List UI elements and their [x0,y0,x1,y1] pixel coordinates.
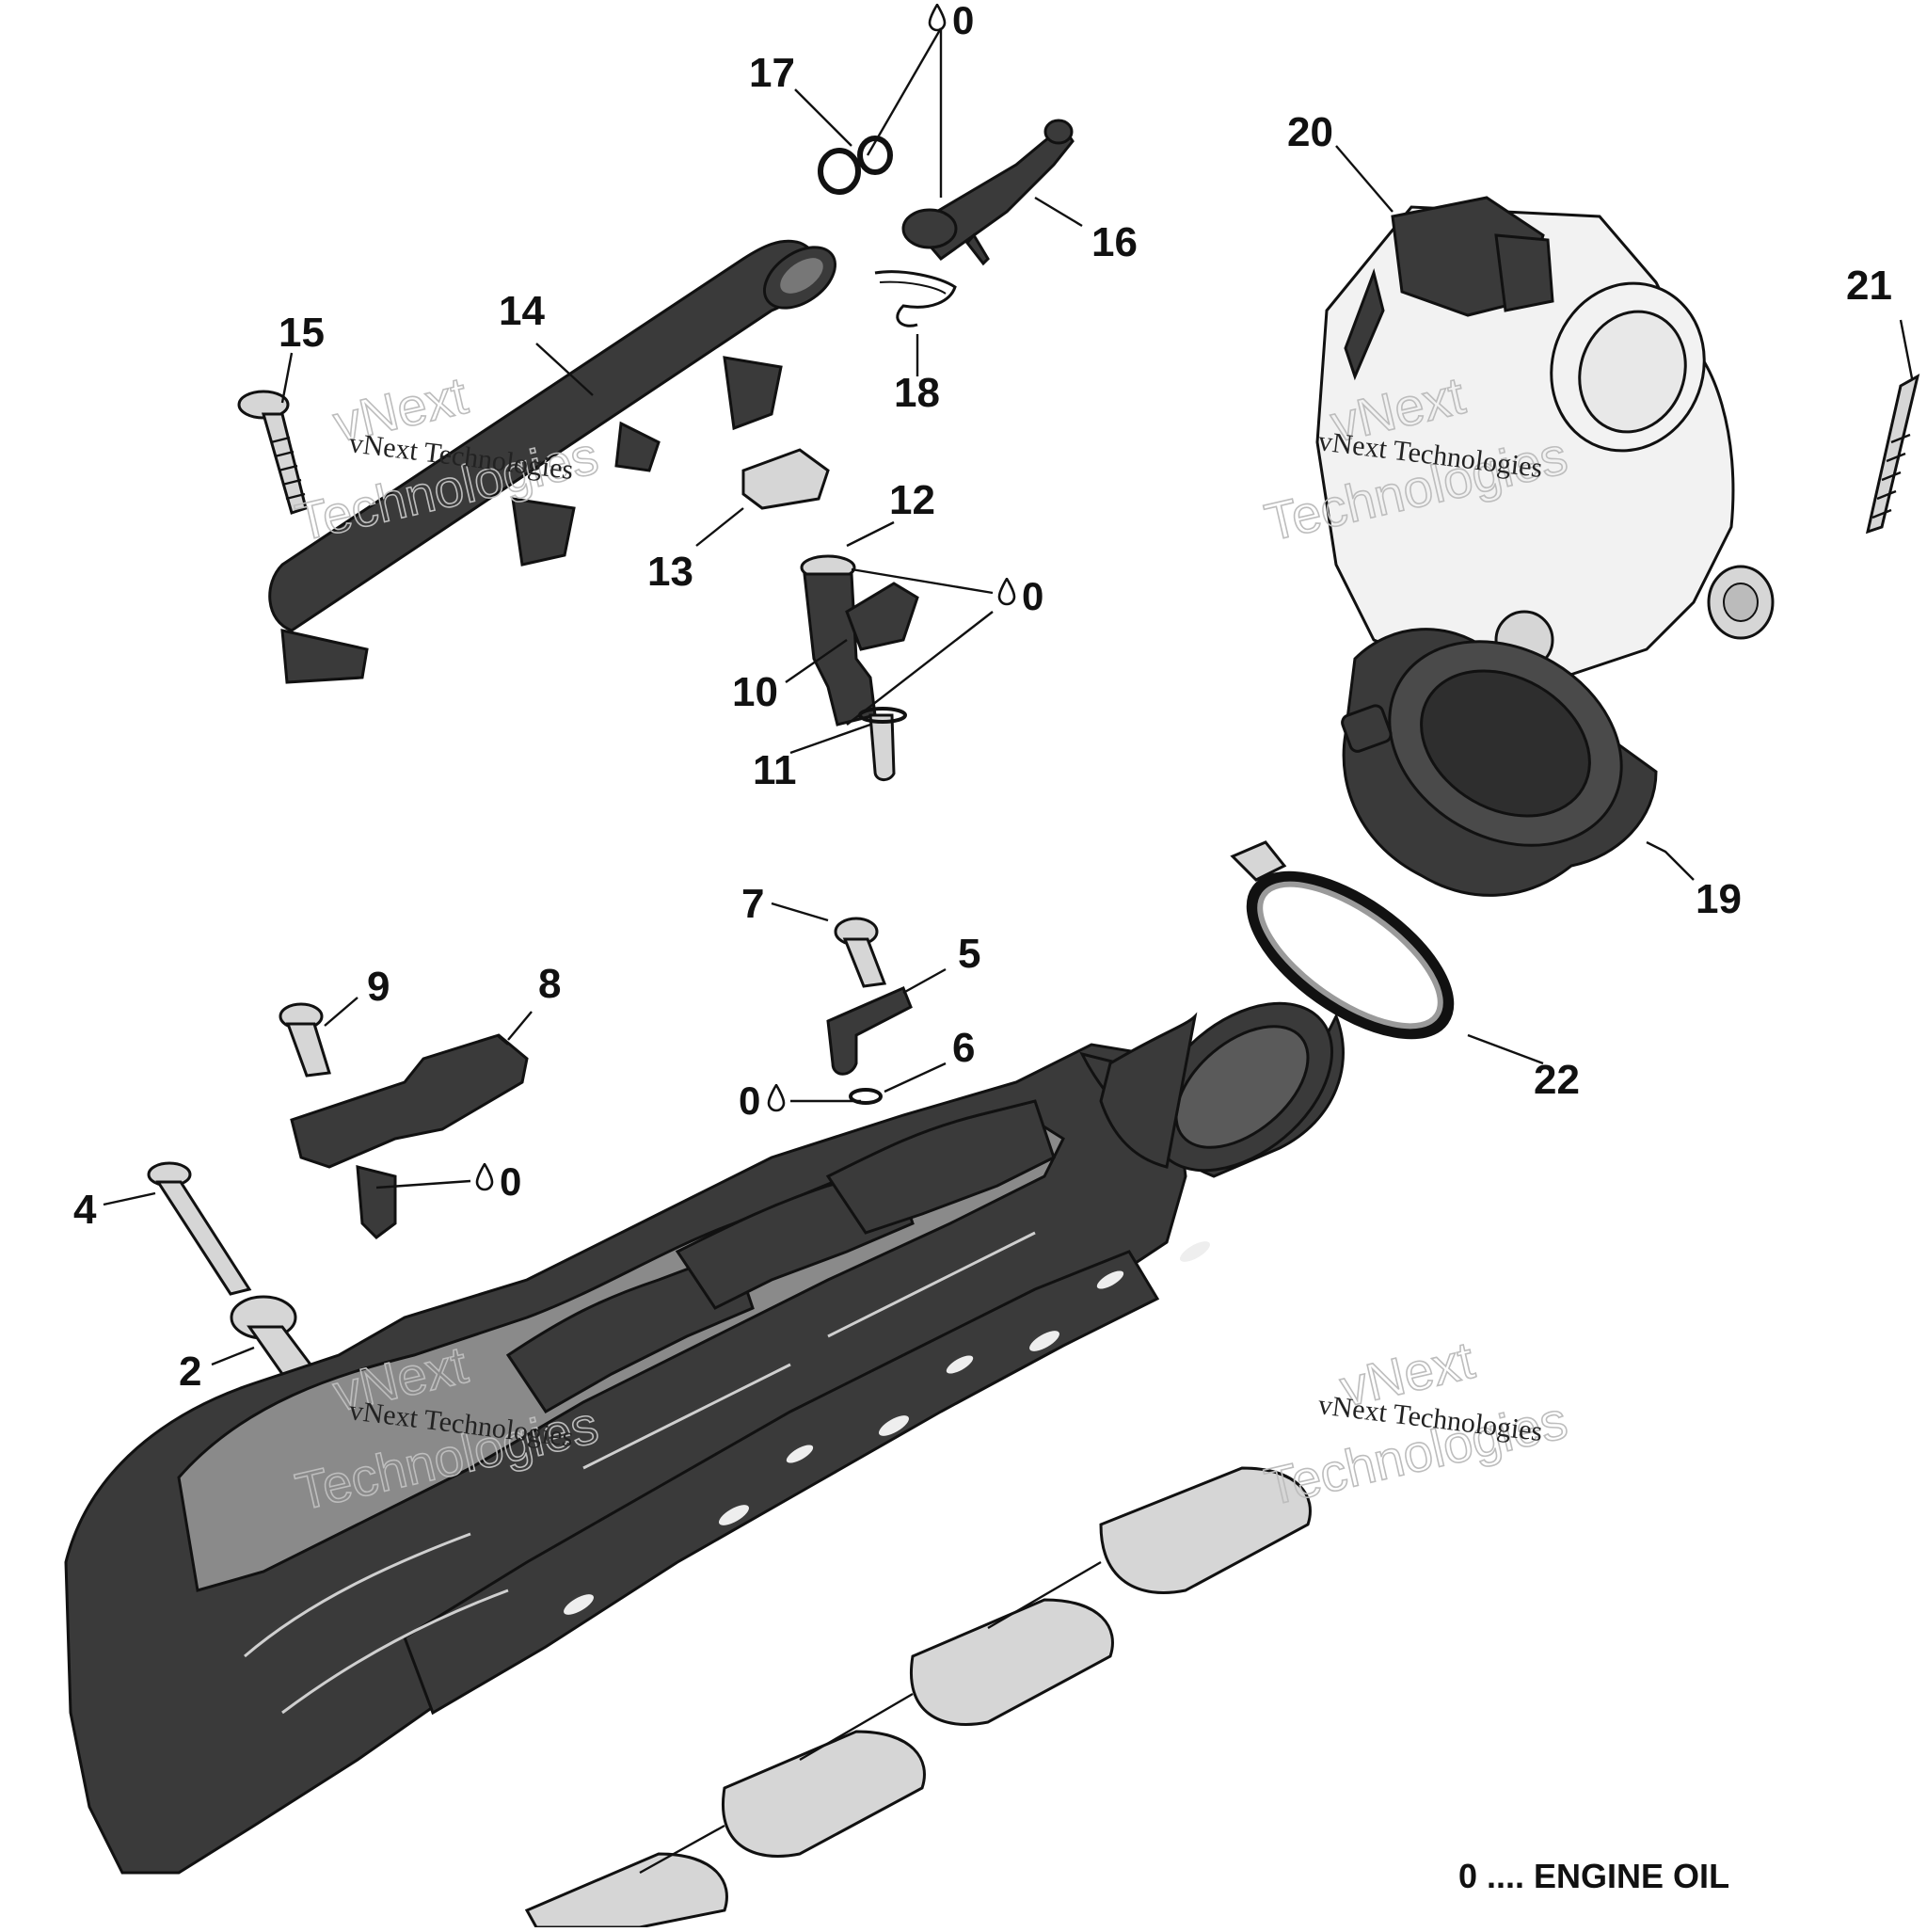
callout-4: 4 [73,1187,97,1233]
callout-14: 14 [499,288,545,334]
screw-4 [147,1161,252,1296]
callout-13: 13 [647,549,693,595]
callout-9: 9 [367,964,390,1010]
map-sensor-8 [290,1033,529,1239]
callout-7: 7 [741,881,764,927]
callout-20: 20 [1287,109,1333,155]
callout-12: 12 [889,477,935,523]
throttle-adapter-19 [1341,628,1658,897]
screw-15 [237,390,308,515]
lube-code: 0 [500,1159,521,1204]
fuel-rail [268,239,836,684]
clamp-22 [1230,840,1455,1040]
lube-symbols: 0 0 0 0 [475,0,1043,1204]
lube-symbol-sensor-6: 0 [739,1078,786,1123]
oil-drop-icon [928,4,947,32]
sensor-5 [826,986,913,1105]
oil-drop-icon [997,578,1016,606]
callout-21: 21 [1846,263,1892,309]
callout-22: 22 [1534,1057,1580,1103]
lube-symbol-injector: 0 [997,574,1043,618]
callout-15: 15 [279,310,325,356]
lube-code: 0 [952,0,974,42]
clip-13 [741,448,830,510]
throttle-body [1315,196,1775,679]
grommet-2 [230,1295,313,1376]
callout-11: 11 [753,747,797,793]
leader-lines [103,27,1914,1366]
screw-21 [1865,374,1920,535]
fuel-connector-16 [901,119,1075,266]
callout-18: 18 [894,370,940,416]
watermark-bottom-right: vNext Technologies vNext Technologies [1259,1329,1573,1517]
flange-bolt-slots [564,1241,1210,1615]
oil-drop-icon [767,1084,786,1112]
callout-8: 8 [538,961,561,1007]
callout-16: 16 [1091,219,1138,265]
callout-5: 5 [958,931,980,977]
retaining-clip-18 [874,270,957,327]
callout-2: 2 [179,1349,201,1395]
o-rings-17 [818,136,893,195]
callout-19: 19 [1696,876,1742,922]
callout-6: 6 [952,1025,975,1071]
lube-symbol-map-sensor: 0 [475,1159,521,1204]
callout-17: 17 [749,50,795,96]
lube-code: 0 [1022,574,1043,618]
screw-9 [279,1002,331,1078]
callout-10: 10 [732,669,778,715]
intake-manifold [64,1001,1345,1875]
lube-code: 0 [739,1078,760,1123]
lube-symbol-top: 0 [928,0,974,42]
callout-labels: 2 4 5 6 7 8 9 10 11 12 13 14 15 16 17 18… [73,50,1892,1395]
legend-engine-oil: 0 .... ENGINE OIL [1458,1857,1729,1895]
screw-7 [834,917,887,988]
fuel-injector [800,554,919,781]
oil-drop-icon [475,1163,494,1191]
intake-gaskets [524,1466,1312,1929]
